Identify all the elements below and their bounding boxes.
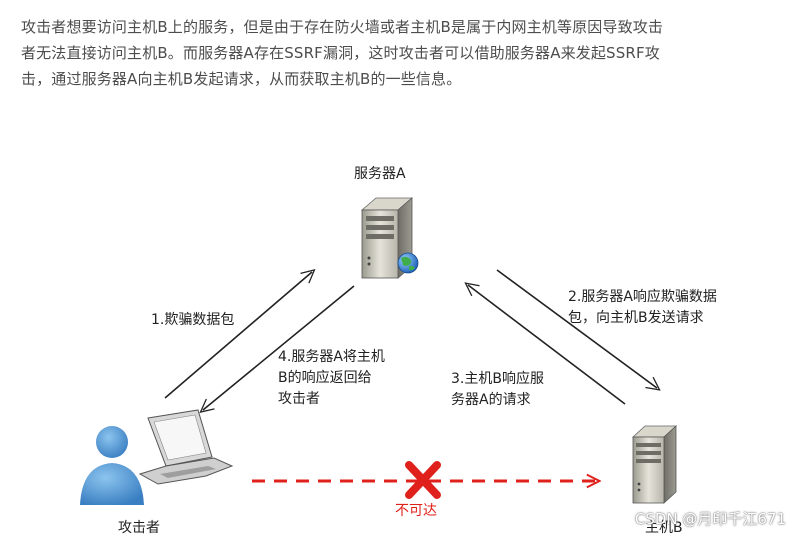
step3-line-1: 3.主机B响应服 — [451, 370, 544, 387]
step1-label: 1.欺骗数据包 — [151, 312, 234, 328]
step4-line-1: 4.服务器A将主机 — [278, 349, 385, 365]
blocked-label: 不可达 — [395, 503, 437, 519]
intro-line-3: 击，通过服务器A向主机B发起请求，从而获取主机B的一些信息。 — [21, 70, 462, 88]
step4-label: 4.服务器A将主机 B的响应返回给 攻击者 — [278, 349, 389, 407]
step4-line-3: 攻击者 — [278, 391, 320, 407]
blocked-x-icon — [405, 461, 441, 499]
arrow-step2 — [496, 269, 661, 391]
arrow-step3 — [464, 282, 626, 405]
host-b-icon — [631, 425, 678, 504]
host-b-label: 主机B — [645, 520, 683, 536]
server-a-icon — [360, 197, 414, 279]
globe-icon — [397, 252, 419, 274]
arrow-step4 — [199, 285, 355, 413]
server-a-label: 服务器A — [354, 166, 406, 182]
step3-line-2: 务器A的请求 — [451, 392, 531, 408]
step2-label: 2.服务器A响应欺骗数据 包，向主机B发送请求 — [568, 288, 721, 326]
laptop-icon — [138, 409, 234, 485]
arrow-step1 — [164, 268, 316, 399]
step2-line-2: 包，向主机B发送请求 — [568, 310, 704, 326]
watermark: CSDN @月印千江671 — [634, 510, 786, 528]
intro-line-2: 者无法直接访问主机B。而服务器A存在SSRF漏洞，这时攻击者可以借助服务器A来发… — [21, 44, 660, 62]
step2-line-1: 2.服务器A响应欺骗数据 — [568, 288, 717, 305]
intro-line-1: 攻击者想要访问主机B上的服务，但是由于存在防火墙或者主机B是属于内网主机等原因导… — [21, 18, 664, 36]
attacker-label: 攻击者 — [118, 520, 160, 536]
attacker-person-icon — [80, 426, 144, 505]
intro-paragraph: 攻击者想要访问主机B上的服务，但是由于存在防火墙或者主机B是属于内网主机等原因导… — [21, 14, 781, 92]
step4-line-2: B的响应返回给 — [278, 369, 372, 386]
step3-label: 3.主机B响应服 务器A的请求 — [451, 370, 548, 408]
